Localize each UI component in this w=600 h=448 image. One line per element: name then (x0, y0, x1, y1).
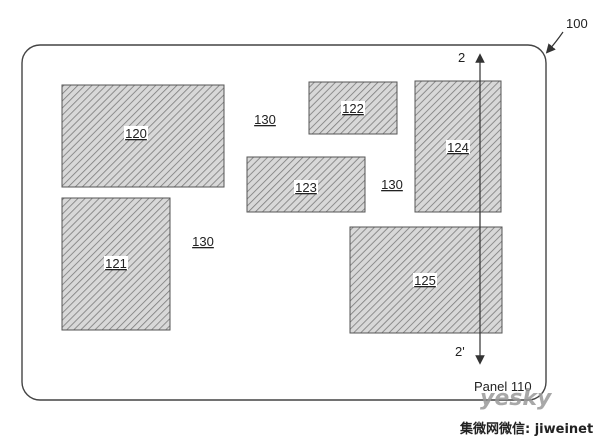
watermark-line: 集微网微信: jiweinet (460, 422, 594, 437)
svg-text:120: 120 (125, 126, 147, 141)
region-label-122: 122 (341, 101, 365, 116)
svg-text:125: 125 (414, 273, 436, 288)
region-120 (61, 84, 225, 188)
gap-label-130-a: 130 (254, 112, 276, 127)
panel-label: Panel 110 (474, 379, 532, 394)
gap-label-130-c: 130 (192, 234, 214, 249)
region-label-120: 120 (124, 126, 148, 141)
svg-text:124: 124 (447, 140, 469, 155)
section-label-bottom: 2' (455, 344, 465, 359)
gap-label-130-b: 130 (381, 177, 403, 192)
ref-leader (545, 31, 564, 54)
region-label-125: 125 (413, 273, 437, 288)
section-label-top: 2 (458, 50, 465, 65)
panel-outline (21, 44, 547, 401)
ref-label-100: 100 (566, 16, 588, 31)
watermark-brand: yesky (480, 386, 552, 411)
region-label-121: 121 (104, 256, 128, 271)
svg-text:122: 122 (342, 101, 364, 116)
svg-text:121: 121 (105, 256, 127, 271)
svg-text:123: 123 (295, 180, 317, 195)
region-label-124: 124 (446, 140, 470, 155)
region-label-123: 123 (294, 180, 318, 195)
